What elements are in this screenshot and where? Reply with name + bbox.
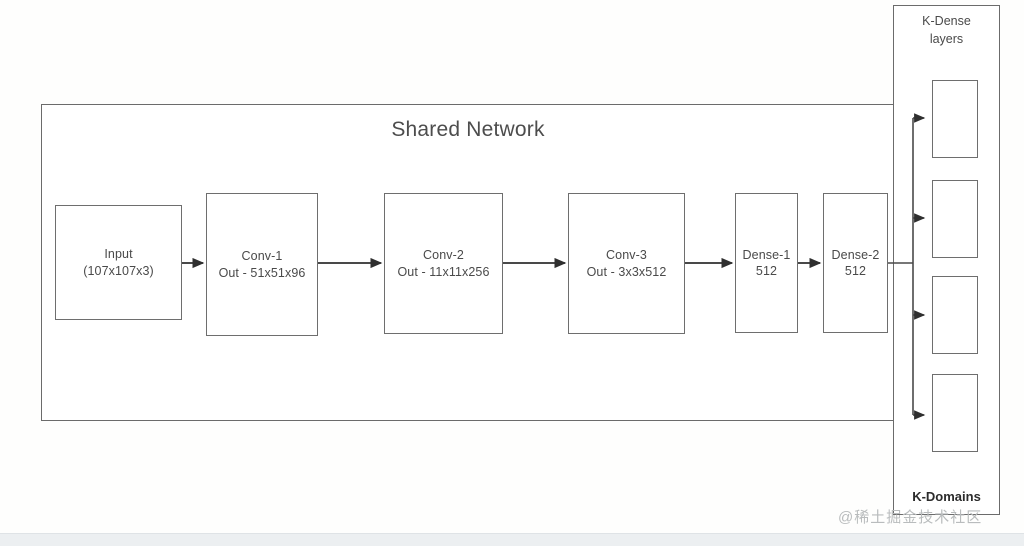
block-conv-1-line2: Out - 51x51x96 [218,265,306,280]
watermark: @稀土掘金技术社区 [838,509,983,526]
block-conv-3: Conv-3 Out - 3x3x512 [568,193,685,334]
block-input-line1: Input [104,247,133,261]
kdomains-label: K-Domains [912,489,981,504]
kdense-branch-box-1 [932,80,978,158]
kdense-branch-box-4 [932,374,978,452]
kdense-title-line2: layers [929,32,964,47]
shared-network-title: Shared Network [391,118,545,141]
block-dense-1-line1: Dense-1 [742,247,791,262]
block-conv-3-line2: Out - 3x3x512 [586,264,667,279]
block-dense-2-line2: 512 [844,264,867,278]
block-input-line2: (107x107x3) [83,263,154,278]
block-conv-1: Conv-1 Out - 51x51x96 [206,193,318,336]
block-conv-3-line1: Conv-3 [606,248,647,262]
block-input: Input (107x107x3) [55,205,182,320]
block-conv-2-line2: Out - 11x11x256 [397,264,490,279]
block-conv-2-line1: Conv-2 [423,248,464,262]
bottom-strip [0,533,1024,546]
kdense-layers-title: K-Dense layers [893,12,1000,48]
block-conv-2: Conv-2 Out - 11x11x256 [384,193,503,334]
kdense-title-line1: K-Dense [922,14,971,28]
block-dense-2-line1: Dense-2 [831,247,880,262]
block-dense-2: Dense-2 512 [823,193,888,333]
block-dense-1: Dense-1 512 [735,193,798,333]
kdense-branch-box-3 [932,276,978,354]
block-dense-1-line2: 512 [755,264,778,278]
kdense-branch-box-2 [932,180,978,258]
block-conv-1-line1: Conv-1 [241,249,283,263]
